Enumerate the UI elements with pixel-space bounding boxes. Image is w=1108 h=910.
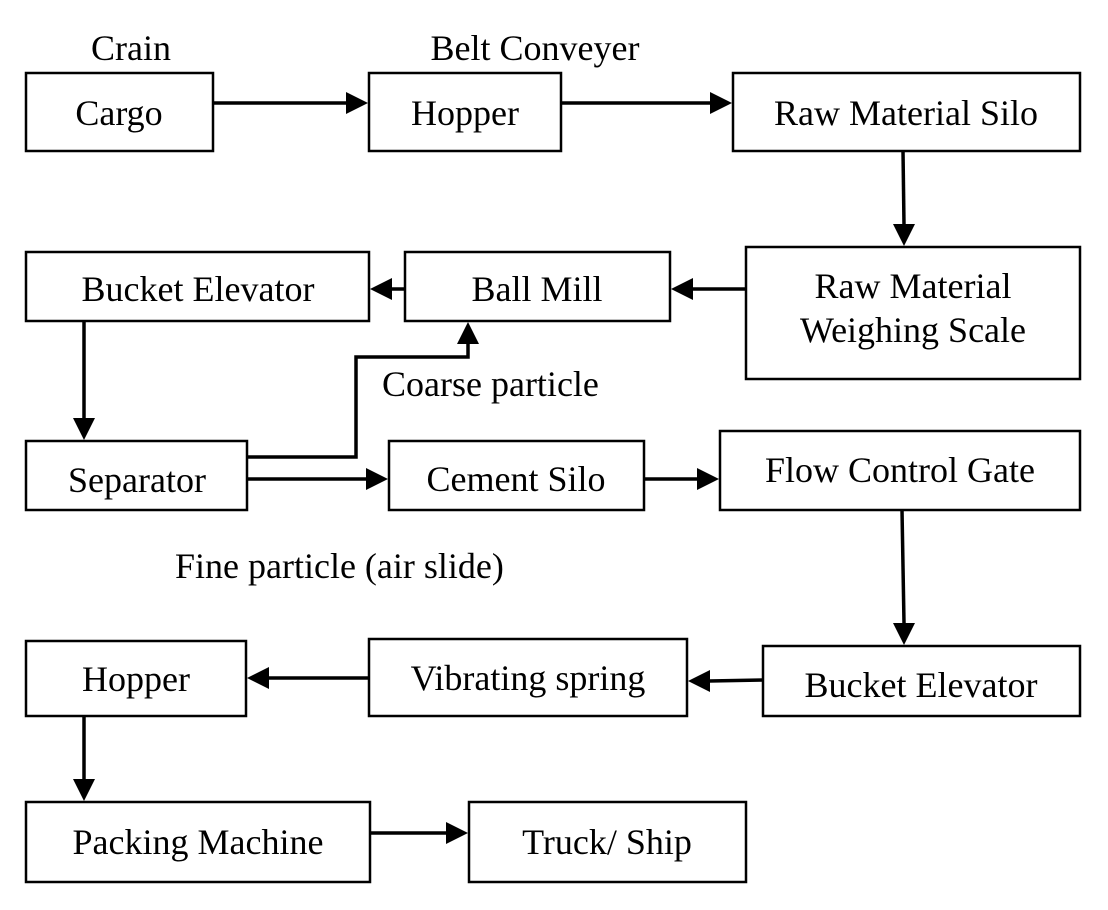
node-flow-control-gate-label: Flow Control Gate (765, 450, 1035, 490)
node-truck-ship: Truck/ Ship (467, 800, 748, 884)
arrow-hopper-to-raw-material-silo (561, 92, 732, 114)
arrow-separator-to-cement-silo (247, 468, 388, 490)
arrow-separator-to-ball-mill-coarse (247, 322, 479, 459)
arrow-weighing-scale-to-ball-mill (671, 278, 746, 300)
node-bucket-elevator-right: Bucket Elevator (761, 644, 1082, 718)
arrow-silo-to-weighing-scale (893, 150, 915, 246)
label-crain: Crain (91, 28, 171, 68)
node-vibrating-spring: Vibrating spring (367, 637, 689, 718)
node-hopper-top-label: Hopper (411, 93, 519, 133)
node-packing-machine: Packing Machine (24, 800, 372, 884)
arrow-hopper-to-packing-machine (73, 716, 95, 801)
arrow-ball-mill-to-bucket-elevator (370, 278, 405, 300)
node-bucket-elevator-left-label: Bucket Elevator (82, 269, 315, 309)
node-ball-mill-label: Ball Mill (471, 269, 602, 309)
arrow-flow-gate-to-bucket-elevator (893, 509, 915, 645)
node-packing-machine-label: Packing Machine (73, 822, 324, 862)
node-bucket-elevator-left: Bucket Elevator (24, 250, 371, 323)
node-hopper-top: Hopper (367, 71, 563, 153)
arrow-cement-silo-to-flow-control-gate (644, 468, 719, 490)
node-vibrating-spring-label: Vibrating spring (411, 658, 646, 698)
arrow-packing-machine-to-truck-ship (370, 822, 468, 844)
node-hopper-bottom-label: Hopper (82, 659, 190, 699)
label-coarse-particle: Coarse particle (382, 364, 599, 404)
arrow-bucket-elevator-to-vibrating-spring (688, 670, 764, 692)
node-flow-control-gate: Flow Control Gate (718, 429, 1082, 512)
arrow-cargo-to-hopper (213, 92, 368, 114)
node-weighing-scale-label-line2: Weighing Scale (800, 310, 1026, 350)
node-hopper-bottom: Hopper (24, 639, 248, 718)
label-belt-conveyer: Belt Conveyer (431, 28, 640, 68)
node-cargo: Cargo (24, 71, 215, 153)
label-fine-particle: Fine particle (air slide) (175, 546, 504, 586)
node-bucket-elevator-right-label: Bucket Elevator (805, 665, 1038, 705)
node-weighing-scale-label-line1: Raw Material (815, 266, 1012, 306)
arrow-vibrating-spring-to-hopper (247, 667, 369, 689)
node-cargo-label: Cargo (75, 93, 162, 133)
arrow-bucket-elevator-to-separator (73, 321, 95, 440)
node-raw-material-silo-label: Raw Material Silo (774, 93, 1038, 133)
node-raw-material-weighing-scale: Raw Material Weighing Scale (744, 245, 1082, 381)
node-separator-label: Separator (68, 460, 206, 500)
node-cement-silo-label: Cement Silo (427, 459, 606, 499)
node-separator: Separator (24, 439, 249, 512)
node-raw-material-silo: Raw Material Silo (731, 71, 1082, 153)
node-ball-mill: Ball Mill (403, 250, 672, 323)
node-cement-silo: Cement Silo (387, 439, 646, 512)
node-truck-ship-label: Truck/ Ship (522, 822, 692, 862)
